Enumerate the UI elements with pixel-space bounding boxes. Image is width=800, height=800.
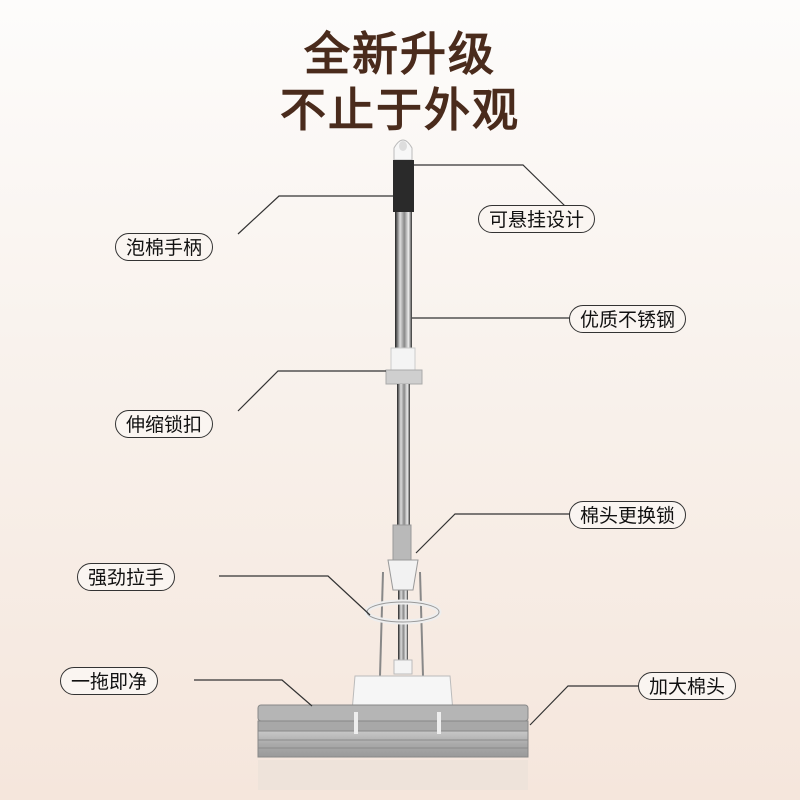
headline-line-1: 全新升级: [304, 27, 496, 81]
callout-head-replacement-lock: 棉头更换锁: [569, 501, 687, 529]
hanging-hook: [393, 139, 413, 161]
callout-stainless-steel: 优质不锈钢: [569, 305, 687, 333]
callout-foam-handle: 泡棉手柄: [115, 233, 214, 261]
stainless-pole-lower: [397, 384, 410, 534]
stainless-pole-upper: [395, 212, 412, 348]
callout-large-sponge-head: 加大棉头: [638, 672, 737, 700]
headline-line-2: 不止于外观: [280, 83, 520, 137]
callout-strong-pull-handle: 强劲拉手: [77, 563, 176, 591]
foam-handle: [393, 160, 414, 212]
callout-telescopic-lock: 伸缩锁扣: [115, 410, 214, 438]
callout-one-mop-clean: 一拖即净: [60, 667, 159, 695]
callout-hanging-design: 可悬挂设计: [478, 205, 596, 233]
